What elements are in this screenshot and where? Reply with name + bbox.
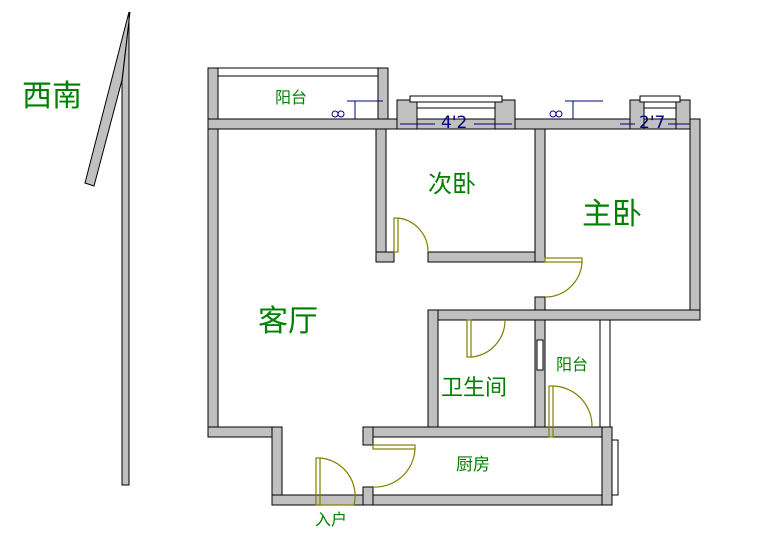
room-label-balcony-top: 阳台	[275, 88, 308, 107]
room-label-master-bedroom: 主卧	[582, 197, 642, 232]
walls	[207, 67, 701, 506]
balcony-railing	[207, 67, 389, 77]
ac-markers	[331, 100, 690, 125]
compass-arrow-icon	[84, 11, 131, 486]
room-label-balcony-side: 阳台	[556, 355, 589, 374]
room-label-kitchen: 厨房	[456, 455, 490, 475]
room-label-second-bedroom: 次卧	[428, 170, 476, 198]
entrance-label: 入户	[315, 510, 348, 529]
doors	[315, 217, 593, 506]
room-label-living-room: 客厅	[258, 304, 318, 339]
room-label-bathroom: 卫生间	[441, 376, 508, 401]
compass-label: 西南	[22, 79, 82, 114]
dimension-window-left: 4'2	[441, 113, 468, 133]
dimension-window-right: 2'7	[639, 113, 666, 133]
windows	[409, 95, 681, 496]
